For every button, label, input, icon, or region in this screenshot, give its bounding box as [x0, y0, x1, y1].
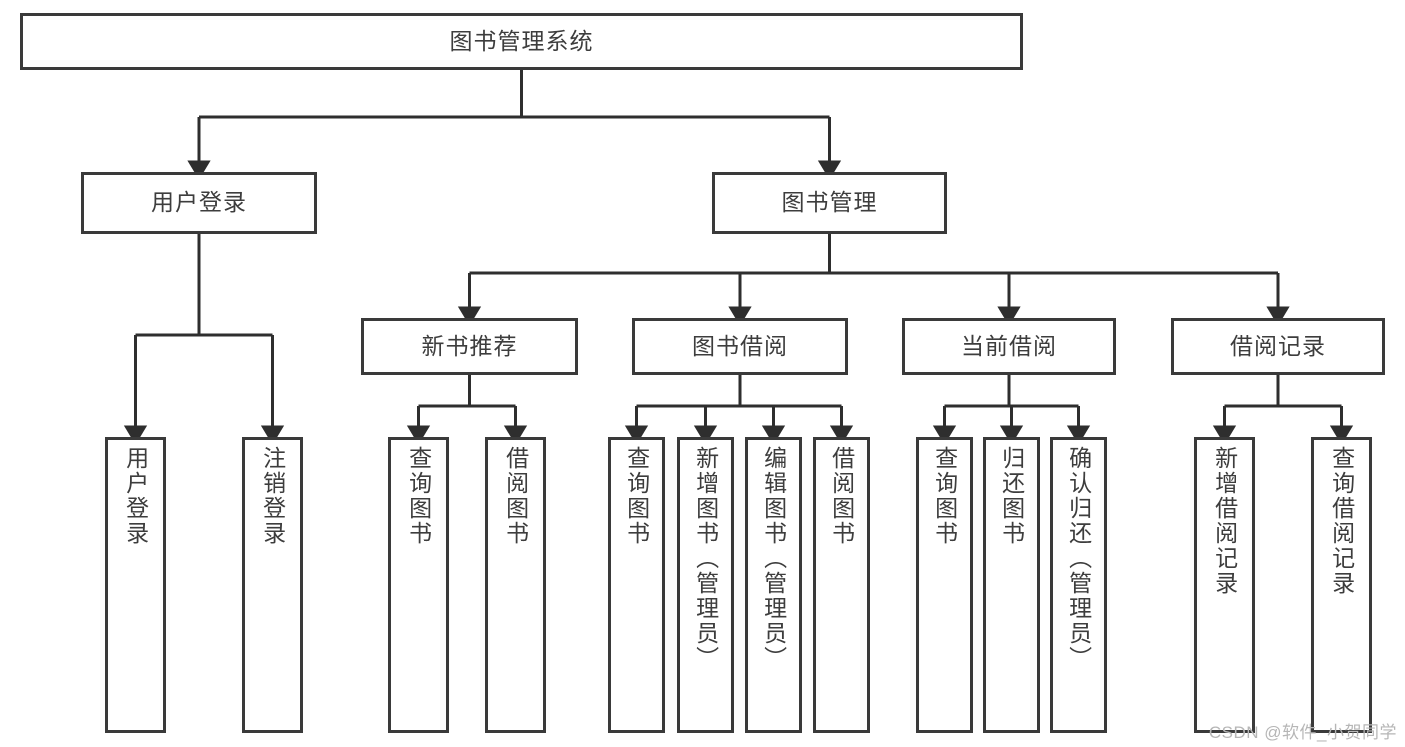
node-label: 图书管理: [781, 189, 878, 216]
node-l1[interactable]: 用户登录: [105, 437, 166, 733]
node-label: 借阅图书: [828, 446, 855, 546]
node-label: 注销登录: [259, 446, 286, 546]
node-newrec[interactable]: 新书推荐: [361, 318, 578, 375]
node-bookmgmt[interactable]: 图书管理: [712, 172, 947, 234]
node-l10[interactable]: 归还图书: [983, 437, 1040, 733]
node-records[interactable]: 借阅记录: [1171, 318, 1385, 375]
node-label: 当前借阅: [961, 332, 1057, 359]
csdn-watermark: CSDN @软件_小贺同学: [1208, 723, 1397, 742]
node-label: 用户登录: [151, 189, 247, 216]
node-label: 编辑图书（管理员）: [760, 446, 787, 671]
node-label: 新增图书（管理员）: [692, 446, 719, 671]
node-label: 归还图书: [998, 446, 1025, 546]
node-l9[interactable]: 查询图书: [916, 437, 973, 733]
node-l7[interactable]: 编辑图书（管理员）: [745, 437, 802, 733]
node-l2[interactable]: 注销登录: [242, 437, 303, 733]
node-l4[interactable]: 借阅图书: [485, 437, 546, 733]
node-label: 确认归还（管理员）: [1065, 446, 1092, 671]
node-l5[interactable]: 查询图书: [608, 437, 665, 733]
node-label: 图书借阅: [692, 332, 788, 359]
node-label: 查询借阅记录: [1328, 446, 1355, 596]
node-current[interactable]: 当前借阅: [902, 318, 1116, 375]
node-l13[interactable]: 查询借阅记录: [1311, 437, 1372, 733]
node-l11[interactable]: 确认归还（管理员）: [1050, 437, 1107, 733]
node-label: 查询图书: [623, 446, 650, 546]
node-l12[interactable]: 新增借阅记录: [1194, 437, 1255, 733]
node-label: 用户登录: [122, 446, 149, 546]
node-root[interactable]: 图书管理系统: [20, 13, 1023, 70]
node-label: 新增借阅记录: [1211, 446, 1238, 596]
node-label: 新书推荐: [421, 332, 518, 359]
node-label: 图书管理系统: [449, 27, 594, 54]
node-label: 查询图书: [405, 446, 432, 546]
node-l3[interactable]: 查询图书: [388, 437, 449, 733]
node-l6[interactable]: 新增图书（管理员）: [677, 437, 734, 733]
node-l8[interactable]: 借阅图书: [813, 437, 870, 733]
node-label: 查询图书: [931, 446, 958, 546]
node-login[interactable]: 用户登录: [81, 172, 317, 234]
node-label: 借阅图书: [502, 446, 529, 546]
node-label: 借阅记录: [1230, 332, 1326, 359]
node-borrow[interactable]: 图书借阅: [632, 318, 848, 375]
